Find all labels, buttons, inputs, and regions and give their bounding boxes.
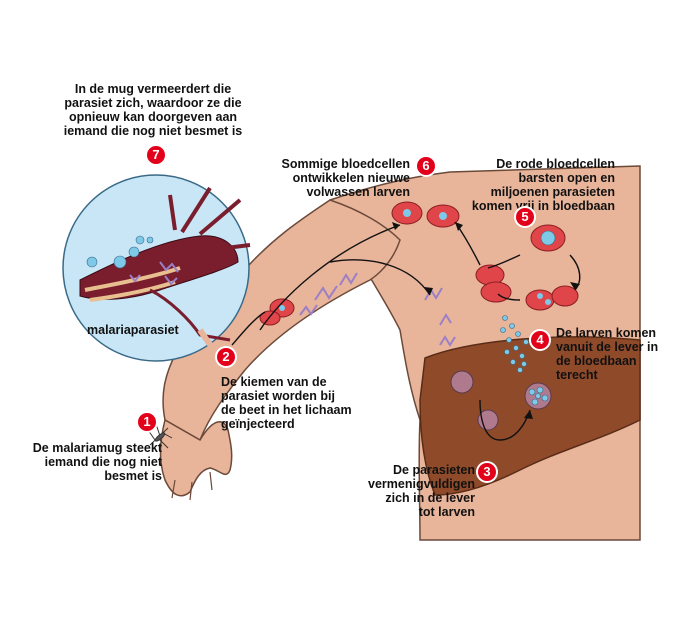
label-step2: De kiemen van de parasiet worden bij de … [221, 375, 352, 431]
label-step5: De rode bloedcellen barsten open en milj… [471, 157, 615, 213]
label-malariaparasiet: malariaparasiet [87, 323, 179, 337]
red-blood-cells [259, 201, 579, 326]
label-step6: Sommige bloedcellen ontwikkelen nieuwe v… [281, 157, 410, 199]
marker-2: 2 [217, 348, 235, 366]
label-step1: De malariamug steekt iemand die nog niet… [32, 441, 162, 483]
marker-1: 1 [138, 413, 156, 431]
cycle-arrows [231, 221, 581, 441]
hand [159, 418, 233, 497]
label-step3: De parasieten vermenigvuldigen zich in d… [368, 463, 475, 519]
marker-5: 5 [516, 208, 534, 226]
marker-3: 3 [478, 463, 496, 481]
liver-cell [450, 370, 474, 394]
label-step7: In de mug vermeerdert die parasiet zich,… [63, 82, 243, 138]
label-step4: De larven komen vanuit de lever in de bl… [556, 326, 659, 382]
marker-7: 7 [147, 146, 165, 164]
magnifier-lens [62, 174, 251, 363]
larvae-stream [500, 315, 529, 373]
arm-parasites [299, 272, 456, 347]
marker-6: 6 [417, 157, 435, 175]
marker-4: 4 [531, 331, 549, 349]
mosquito-small [147, 423, 173, 449]
